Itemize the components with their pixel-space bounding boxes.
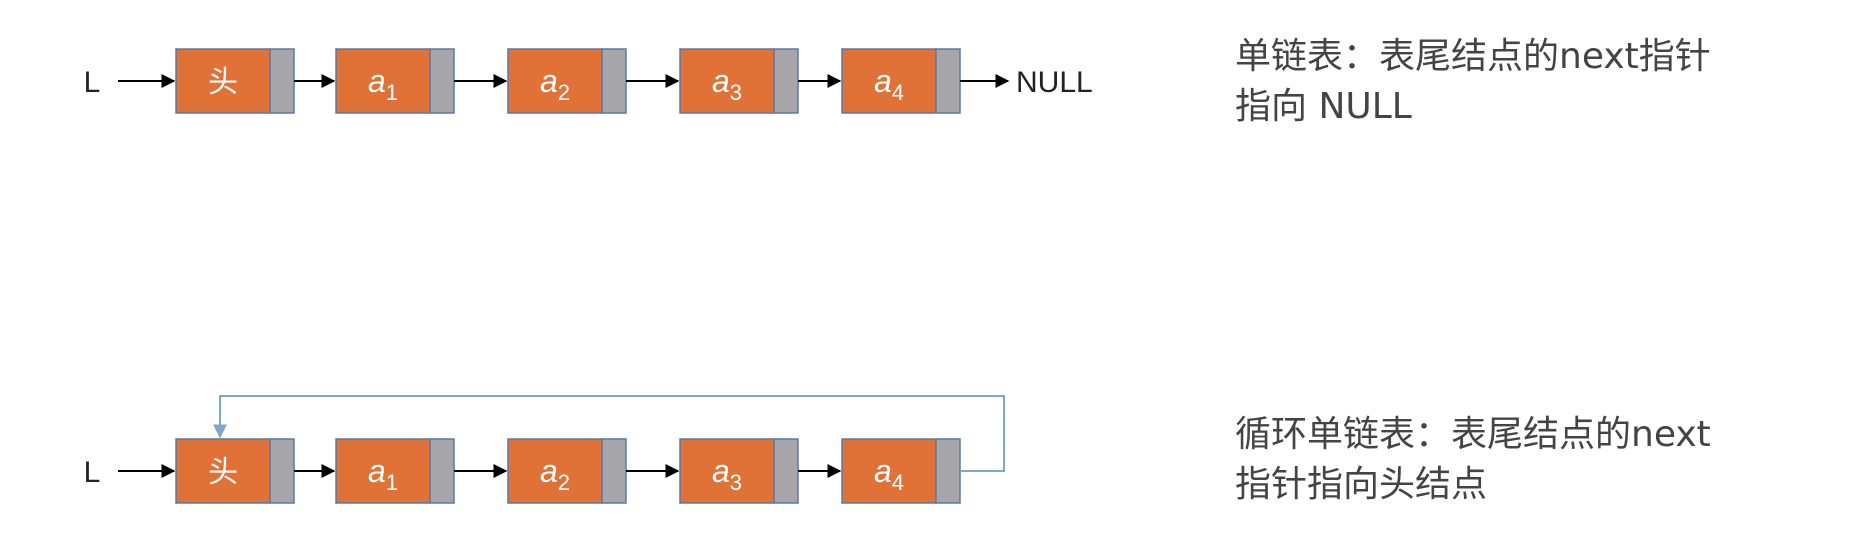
node-data-field [335,48,431,114]
list-node: a2 [507,48,627,114]
node-next-pointer-field [773,438,799,504]
node-data-field [175,438,271,504]
list-node: a3 [679,48,799,114]
description-line: 单链表：表尾结点的next指针 [1235,36,1711,77]
list-node: a2 [507,438,627,504]
node-next-pointer-field [935,48,961,114]
node-next-pointer-field [601,48,627,114]
node-label: a2 [540,63,570,105]
node-next-pointer-field [429,48,455,114]
singly-linked-list-description: 单链表：表尾结点的next指针 指向 NULL [1235,32,1711,132]
node-data-field [841,48,937,114]
node-label: a1 [368,453,398,495]
circular-linked-list: L 头 a1 a2 a3 a4 [84,395,1005,504]
list-node: a4 [841,438,961,504]
list-node: a3 [679,438,799,504]
head-node: 头 [175,48,295,114]
node-data-field [841,438,937,504]
node-data-field [175,48,271,114]
head-node: 头 [175,438,295,504]
node-next-pointer-field [429,438,455,504]
node-next-pointer-field [935,438,961,504]
head-pointer-label: L [84,456,101,489]
description-line: 指向 NULL [1235,86,1412,127]
description-line: 指针指向头结点 [1235,464,1488,505]
node-next-pointer-field [269,48,295,114]
list-node: a1 [335,438,455,504]
circular-return-arrow [213,395,1005,472]
list-node: a1 [335,48,455,114]
node-data-field [507,48,603,114]
node-next-pointer-field [773,48,799,114]
circular-linked-list-description: 循环单链表：表尾结点的next 指针指向头结点 [1235,410,1711,510]
description-line: 循环单链表：表尾结点的next [1235,414,1711,455]
singly-linked-list: L 头 a1 a2 a3 a4 NULL [84,48,1093,114]
node-label: 头 [208,66,238,99]
null-label: NULL [1016,66,1093,99]
head-pointer-label: L [84,66,101,99]
node-label: 头 [208,456,238,489]
node-data-field [335,438,431,504]
node-next-pointer-field [269,438,295,504]
node-next-pointer-field [601,438,627,504]
list-node: a4 [841,48,961,114]
